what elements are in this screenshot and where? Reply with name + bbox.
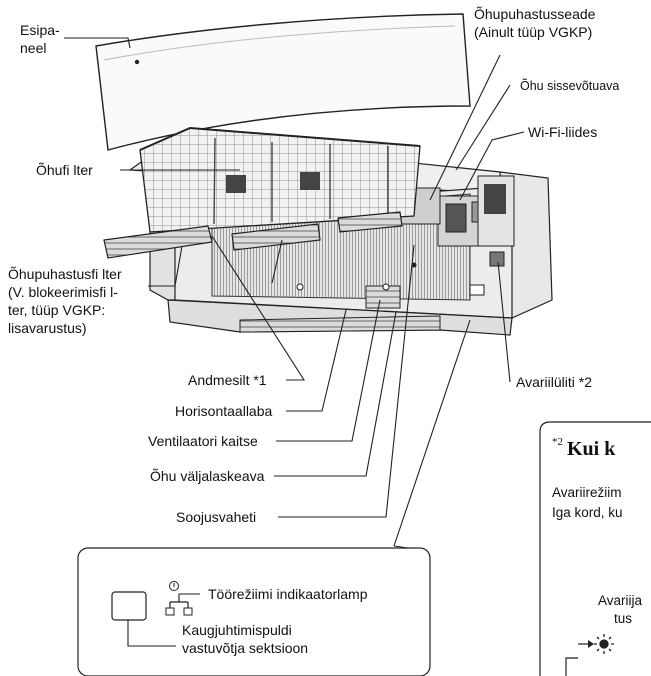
label-emergency-switch: Avariilüliti *2 bbox=[516, 374, 592, 390]
label-nameplate: Andmesilt *1 bbox=[188, 372, 267, 388]
label-air-filter: Õhufi lter bbox=[36, 162, 93, 178]
label-receiver-line2: vastuvõtja sektsioon bbox=[182, 640, 309, 656]
label-wifi-interface: Wi-Fi-liides bbox=[528, 124, 598, 140]
inset-box bbox=[77, 547, 431, 676]
side-box-title-text: Kui k bbox=[567, 438, 616, 460]
label-fan-guard: Ventilaatori kaitse bbox=[148, 433, 258, 449]
side-box bbox=[539, 421, 651, 676]
side-box-line1: Avariirežiim bbox=[552, 485, 622, 500]
label-air-intake: Õhu sissevõtuava bbox=[520, 79, 620, 93]
side-box-title-marker: *2 bbox=[552, 436, 563, 448]
label-air-outlet: Õhu väljalaskeava bbox=[150, 468, 265, 484]
label-purification-filter-line4: lisavarustus) bbox=[8, 320, 87, 336]
air-filter bbox=[139, 126, 421, 233]
label-air-purifier-line1: Õhupuhastusseade bbox=[474, 6, 596, 22]
label-purification-filter-line2: (V. blokeerimisfi l- bbox=[8, 284, 118, 300]
label-purification-filter-line1: Õhupuhastusfi lter bbox=[8, 266, 122, 282]
label-indicator-lamp: Töörežiimi indikaatorlamp bbox=[208, 586, 368, 602]
side-box-line2: Iga kord, ku bbox=[552, 505, 623, 520]
front-panel bbox=[95, 13, 471, 151]
purification-filters bbox=[103, 211, 403, 259]
label-horizontal-louver: Horisontaallaba bbox=[175, 403, 273, 419]
label-air-purifier-line2: (Ainult tüüp VGKP) bbox=[474, 24, 593, 40]
label-front-panel-line2: neel bbox=[20, 40, 47, 56]
side-box-line3: Avariija bbox=[598, 593, 643, 608]
side-box-title: *2 Kui k bbox=[552, 436, 616, 461]
label-receiver-line1: Kaugjuhtimispuldi bbox=[182, 622, 292, 638]
label-front-panel-line1: Esipa- bbox=[20, 22, 60, 38]
side-box-line4: tus bbox=[614, 611, 633, 626]
label-heat-exchanger: Soojusvaheti bbox=[176, 509, 257, 525]
label-purification-filter-line3: ter, tüüp VGKP: bbox=[8, 302, 106, 318]
